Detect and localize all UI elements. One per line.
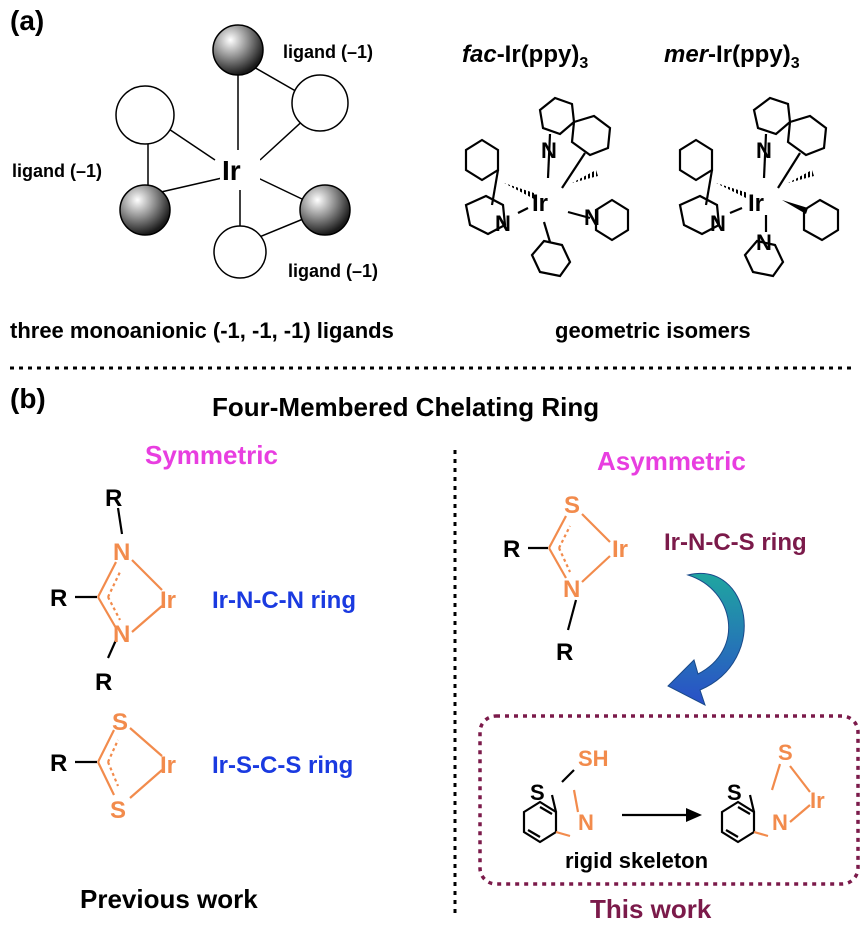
caption-geometric: geometric isomers	[555, 318, 751, 343]
fac-structure	[464, 96, 630, 278]
panel-b-label: (b)	[10, 383, 46, 414]
svg-text:Ir: Ir	[160, 752, 176, 779]
svg-text:R: R	[105, 485, 122, 512]
svg-text:N: N	[578, 810, 594, 835]
ncs-ring-structure: R S N Ir R	[503, 492, 628, 666]
mer-ir-label: Ir	[748, 190, 764, 217]
ring-ncs-label: Ir-N-C-S ring	[664, 529, 807, 556]
fac-n-left: N	[495, 211, 511, 236]
ligand-label-bottom: ligand (–1)	[288, 261, 378, 281]
fac-ir-label: Ir	[532, 190, 548, 217]
svg-text:S: S	[112, 709, 128, 736]
this-work-label: This work	[590, 894, 712, 924]
mbt-ir-structure: S S N Ir	[720, 740, 825, 844]
open-circle-left	[115, 85, 175, 145]
mbt-thiol-structure: S SH N	[522, 746, 609, 844]
svg-text:S: S	[530, 780, 545, 805]
sphere-right	[299, 184, 351, 236]
ir-center-label: Ir	[222, 155, 241, 186]
mer-title: mer-Ir(ppy)3	[664, 41, 800, 72]
svg-text:S: S	[727, 780, 742, 805]
sphere-top	[212, 24, 264, 76]
curved-arrow	[667, 572, 745, 707]
reaction-arrow-head	[686, 808, 702, 822]
rigid-skeleton-label: rigid skeleton	[565, 848, 708, 873]
sphere-left	[119, 184, 171, 236]
mer-n-left: N	[710, 211, 726, 236]
mer-hash-bond-right	[788, 170, 814, 183]
previous-work-label: Previous work	[80, 884, 258, 914]
svg-text:S: S	[778, 740, 793, 765]
svg-text:Ir: Ir	[612, 536, 628, 563]
fac-n-right: N	[584, 205, 600, 230]
fac-title: fac-Ir(ppy)3	[462, 41, 588, 72]
svg-text:SH: SH	[578, 746, 609, 771]
ligand-label-top: ligand (–1)	[283, 42, 373, 62]
fac-n-top: N	[541, 138, 557, 163]
fac-hash-bond-left	[504, 183, 534, 199]
svg-text:N: N	[772, 810, 788, 835]
caption-monoanionic: three monoanionic (-1, -1, -1) ligands	[10, 318, 394, 343]
mer-wedge-bond	[782, 200, 808, 214]
svg-text:N: N	[563, 576, 580, 603]
svg-text:Ir: Ir	[160, 587, 176, 614]
mer-n-bottom: N	[756, 230, 772, 255]
open-circle-top-right	[291, 74, 349, 132]
scs-ring-structure: R S S Ir	[50, 709, 176, 824]
mer-structure	[678, 96, 840, 278]
svg-text:S: S	[564, 492, 580, 519]
asymmetric-heading: Asymmetric	[597, 446, 746, 476]
mer-n-top: N	[756, 138, 772, 163]
svg-text:R: R	[50, 585, 67, 612]
svg-text:R: R	[556, 639, 573, 666]
svg-text:R: R	[503, 536, 520, 563]
fac-hash-bond-right	[572, 170, 598, 183]
panel-b-title: Four-Membered Chelating Ring	[212, 392, 599, 422]
this-work-box	[478, 714, 860, 886]
svg-text:R: R	[95, 669, 112, 696]
open-circle-bottom	[213, 225, 267, 279]
ligand-label-left: ligand (–1)	[12, 161, 102, 181]
svg-text:Ir: Ir	[810, 788, 825, 813]
svg-text:N: N	[113, 621, 130, 648]
ring-scs-label: Ir-S-C-S ring	[212, 752, 353, 779]
svg-text:S: S	[110, 797, 126, 824]
symmetric-heading: Symmetric	[145, 440, 278, 470]
panel-a-label: (a)	[10, 5, 44, 36]
mer-hash-bond-left	[716, 183, 748, 199]
svg-text:R: R	[50, 750, 67, 777]
ring-ncn-label: Ir-N-C-N ring	[212, 587, 356, 614]
svg-text:N: N	[113, 539, 130, 566]
ncn-ring-structure: R R R N N Ir	[50, 485, 176, 696]
